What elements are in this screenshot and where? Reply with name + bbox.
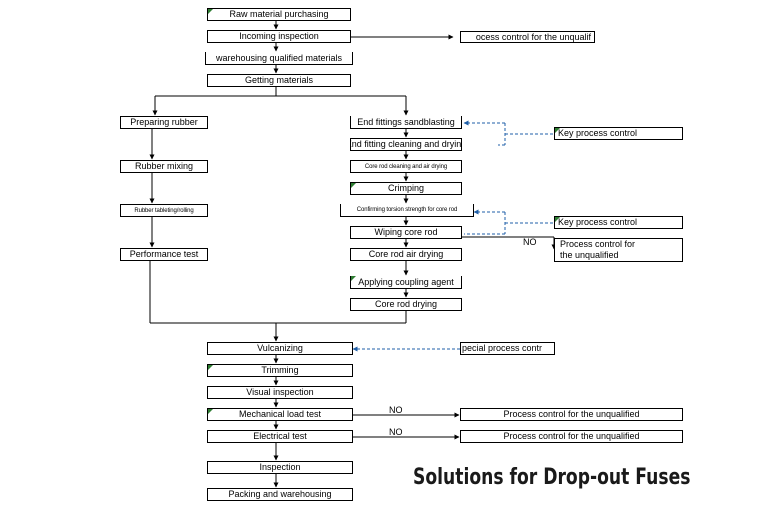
core-rod-air-drying-label: Core rod air drying xyxy=(368,249,444,259)
wiping-core-rod-label: Wiping core rod xyxy=(374,227,438,237)
marker-icon xyxy=(208,365,213,370)
key-process-control-label-2: Key process control xyxy=(558,217,638,227)
special-process-control-box: pecial process contr xyxy=(460,342,555,355)
confirming-torsion-box: Confirming torsion strength for core rod xyxy=(340,204,474,217)
performance-test-box: Performance test xyxy=(120,248,208,261)
process-control-unqualified-box-2: Process control for the unqualified xyxy=(554,238,683,262)
process-control-unqualified-label-1: ocess control for the unqualif xyxy=(475,31,591,42)
inspection-box: Inspection xyxy=(207,461,353,474)
crimping-box: Crimping xyxy=(350,182,462,195)
marker-icon xyxy=(208,9,213,14)
mechanical-load-test-label: Mechanical load test xyxy=(238,409,322,419)
warehousing-box: warehousing qualified materials xyxy=(205,52,353,65)
end-fittings-sandblasting-label: End fittings sandblasting xyxy=(357,116,455,127)
crimping-label: Crimping xyxy=(387,183,424,193)
core-rod-cleaning-box: Core rod cleaning and air drying xyxy=(350,160,462,173)
process-control-unqualified-box-3: Process control for the unqualified xyxy=(460,408,683,421)
marker-icon xyxy=(555,217,560,222)
no-label-2: NO xyxy=(389,405,403,415)
packing-label: Packing and warehousing xyxy=(228,489,332,499)
caption-title: Solutions for Drop-out Fuses xyxy=(413,465,691,490)
wiping-core-rod-box: Wiping core rod xyxy=(350,226,462,239)
vulcanizing-label: Vulcanizing xyxy=(257,343,303,353)
applying-coupling-label: Applying coupling agent xyxy=(358,276,454,287)
marker-icon xyxy=(555,128,560,133)
electrical-test-label: Electrical test xyxy=(253,431,307,441)
packing-box: Packing and warehousing xyxy=(207,488,353,501)
visual-inspection-label: Visual inspection xyxy=(246,387,314,397)
core-rod-drying-label: Core rod drying xyxy=(374,299,438,309)
rubber-mixing-box: Rubber mixing xyxy=(120,160,208,173)
confirming-torsion-label: Confirming torsion strength for core rod xyxy=(356,207,458,213)
incoming-inspection-box: Incoming inspection xyxy=(207,30,351,43)
key-process-control-box-1: Key process control xyxy=(554,127,683,140)
core-rod-air-drying-box: Core rod air drying xyxy=(350,248,462,261)
preparing-rubber-box: Preparing rubber xyxy=(120,116,208,129)
mechanical-load-test-box: Mechanical load test xyxy=(207,408,353,421)
getting-materials-box: Getting materials xyxy=(207,74,351,87)
key-process-control-box-2: Key process control xyxy=(554,216,683,229)
process-control-unqualified-box-1: ocess control for the unqualif xyxy=(460,31,595,43)
inspection-label: Inspection xyxy=(259,462,301,472)
process-control-unqualified-box-4: Process control for the unqualified xyxy=(460,430,683,443)
process-control-unqualified-label-2a: Process control for xyxy=(560,238,636,249)
marker-icon xyxy=(351,276,356,281)
process-control-unqualified-label-3: Process control for the unqualified xyxy=(503,409,640,419)
getting-materials-label: Getting materials xyxy=(244,75,314,85)
end-fittings-sandblasting-box: End fittings sandblasting xyxy=(350,116,462,129)
rubber-tableting-label: Rubber tableting/rolling xyxy=(134,207,194,214)
end-fitting-cleaning-box: End fitting cleaning and drying xyxy=(350,138,462,151)
raw-material-box: Raw material purchasing xyxy=(207,8,351,21)
trimming-label: Trimming xyxy=(261,365,299,375)
rubber-mixing-label: Rubber mixing xyxy=(134,161,194,171)
visual-inspection-box: Visual inspection xyxy=(207,386,353,399)
rubber-tableting-box: Rubber tableting/rolling xyxy=(120,204,208,217)
applying-coupling-box: Applying coupling agent xyxy=(350,276,462,289)
core-rod-drying-box: Core rod drying xyxy=(350,298,462,311)
key-process-control-label-1: Key process control xyxy=(558,128,638,138)
vulcanizing-box: Vulcanizing xyxy=(207,342,353,355)
trimming-box: Trimming xyxy=(207,364,353,377)
marker-icon xyxy=(351,183,356,188)
no-label-1: NO xyxy=(523,237,537,247)
electrical-test-box: Electrical test xyxy=(207,430,353,443)
no-label-3: NO xyxy=(389,427,403,437)
performance-test-label: Performance test xyxy=(129,249,199,259)
incoming-inspection-label: Incoming inspection xyxy=(239,31,319,41)
special-process-control-label: pecial process contr xyxy=(462,343,543,353)
raw-material-label: Raw material purchasing xyxy=(229,9,329,19)
end-fitting-cleaning-label: End fitting cleaning and drying xyxy=(350,139,462,149)
warehousing-label: warehousing qualified materials xyxy=(215,52,343,63)
preparing-rubber-label: Preparing rubber xyxy=(130,117,198,127)
process-control-unqualified-label-2b: the unqualified xyxy=(560,250,619,260)
marker-icon xyxy=(208,409,213,414)
process-control-unqualified-label-4: Process control for the unqualified xyxy=(503,431,640,441)
core-rod-cleaning-label: Core rod cleaning and air drying xyxy=(364,163,448,170)
